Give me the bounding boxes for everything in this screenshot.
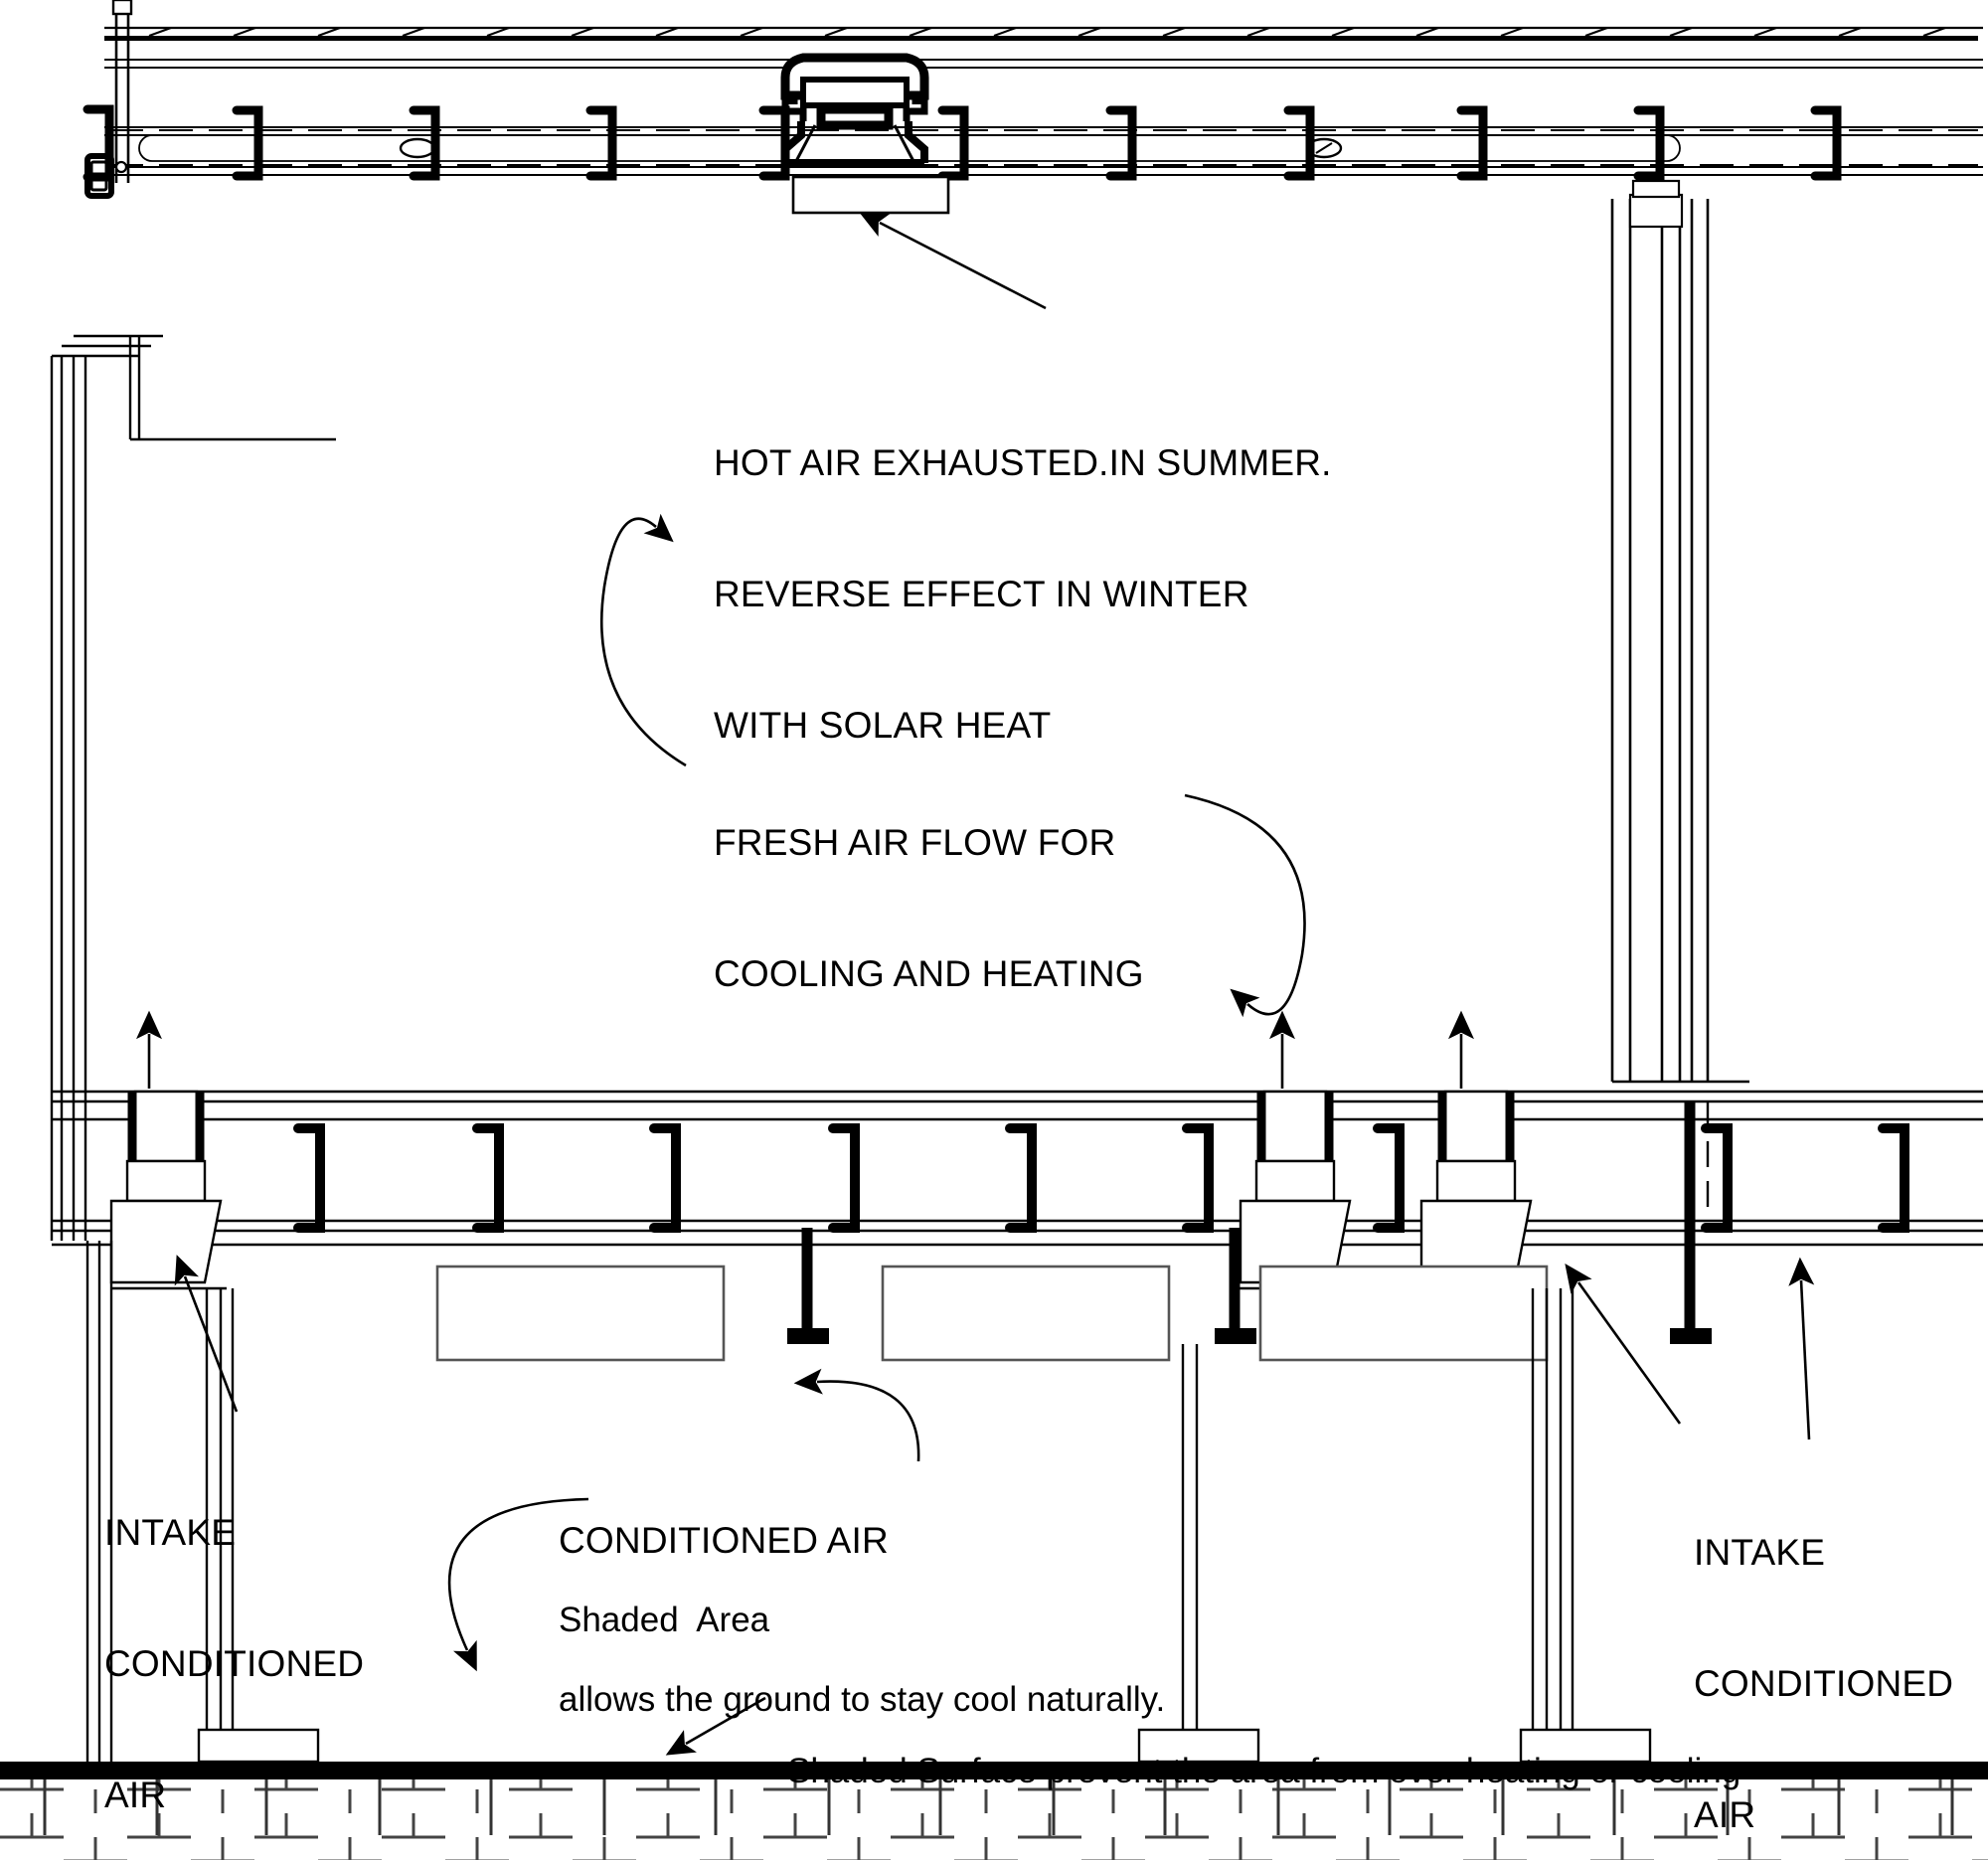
- ground-masonry-hatch: [0, 1779, 1988, 1860]
- leader-shaded-surface: [665, 1696, 766, 1756]
- fresh-air-flow-note: FRESH AIR FLOW FOR COOLING AND HEATING: [714, 734, 1144, 1040]
- ridge-exhaust-vent: [780, 53, 950, 215]
- shaded-ground-slab: [0, 1762, 1988, 1779]
- roof-deck: [104, 26, 1983, 69]
- intake-right-line-1: INTAKE: [1694, 1532, 1826, 1573]
- conditioned-line-1: CONDITIONED AIR: [559, 1520, 889, 1561]
- supply-duct-left: [197, 1288, 320, 1772]
- intake-left-line-3: AIR: [104, 1775, 167, 1815]
- hanger-feet: [787, 1328, 1712, 1344]
- leader-intake-left: [174, 1255, 239, 1413]
- c-channel-joists-upper: [232, 105, 1842, 181]
- fresh-air-line-1: FRESH AIR FLOW FOR: [714, 822, 1116, 863]
- shaded-surface-line-1: Shaded Surface prevent the area from ove…: [787, 1752, 1741, 1790]
- intake-right-line-2: CONDITIONED: [1694, 1663, 1954, 1704]
- leader-intake-right-2: [1788, 1257, 1815, 1440]
- exhaust-line-1: HOT AIR EXHAUSTED.IN SUMMER.: [714, 442, 1332, 483]
- shaded-panels: [435, 1265, 1549, 1362]
- intake-left-line-2: CONDITIONED: [104, 1643, 365, 1684]
- conditioned-line-3: allows the ground to stay cool naturally…: [559, 1680, 1166, 1719]
- conditioned-air-shaded-area-note: CONDITIONED AIR Shaded Area allows the g…: [559, 1483, 1165, 1740]
- leader-shaded-curved: [447, 1497, 589, 1672]
- hanger-stems: [801, 1101, 1696, 1337]
- supply-duct-mid: [1137, 1344, 1260, 1772]
- conditioned-line-2: Shaded Area: [559, 1601, 770, 1639]
- c-channel-joists-lower: [293, 1123, 1909, 1233]
- exhaust-leader-arrow: [859, 212, 1047, 310]
- intake-conditioned-air-left: INTAKE CONDITIONED AIR: [104, 1424, 364, 1860]
- shaded-surface-note: Shaded Surface prevent the area from ove…: [787, 1662, 1740, 1837]
- exhaust-line-2: REVERSE EFFECT IN WINTER: [714, 574, 1249, 614]
- intake-left-line-1: INTAKE: [104, 1512, 237, 1553]
- left-curtain-wall: [50, 334, 336, 1241]
- leader-intake-right-1: [1565, 1263, 1682, 1425]
- right-edge-accents: [1612, 1080, 1749, 1221]
- leader-conditioned-air: [793, 1368, 920, 1462]
- hot-air-exhaust-note: HOT AIR EXHAUSTED.IN SUMMER. REVERSE EFF…: [714, 354, 1332, 791]
- left-wall-bracket: [83, 104, 114, 182]
- fresh-air-line-2: COOLING AND HEATING: [714, 953, 1144, 994]
- right-structural-column: [1610, 179, 1710, 1082]
- supply-duct-right: [1519, 1288, 1652, 1772]
- intake-diffuser-right-1: [1239, 1090, 1356, 1290]
- intake-up-arrows: [136, 1010, 1474, 1089]
- intake-right-line-3: AIR: [1694, 1794, 1756, 1835]
- intake-conditioned-air-right: INTAKE CONDITIONED AIR: [1694, 1443, 1953, 1860]
- exhaust-line-3: WITH SOLAR HEAT: [714, 705, 1052, 746]
- hot-air-flow-arrow: [599, 513, 687, 767]
